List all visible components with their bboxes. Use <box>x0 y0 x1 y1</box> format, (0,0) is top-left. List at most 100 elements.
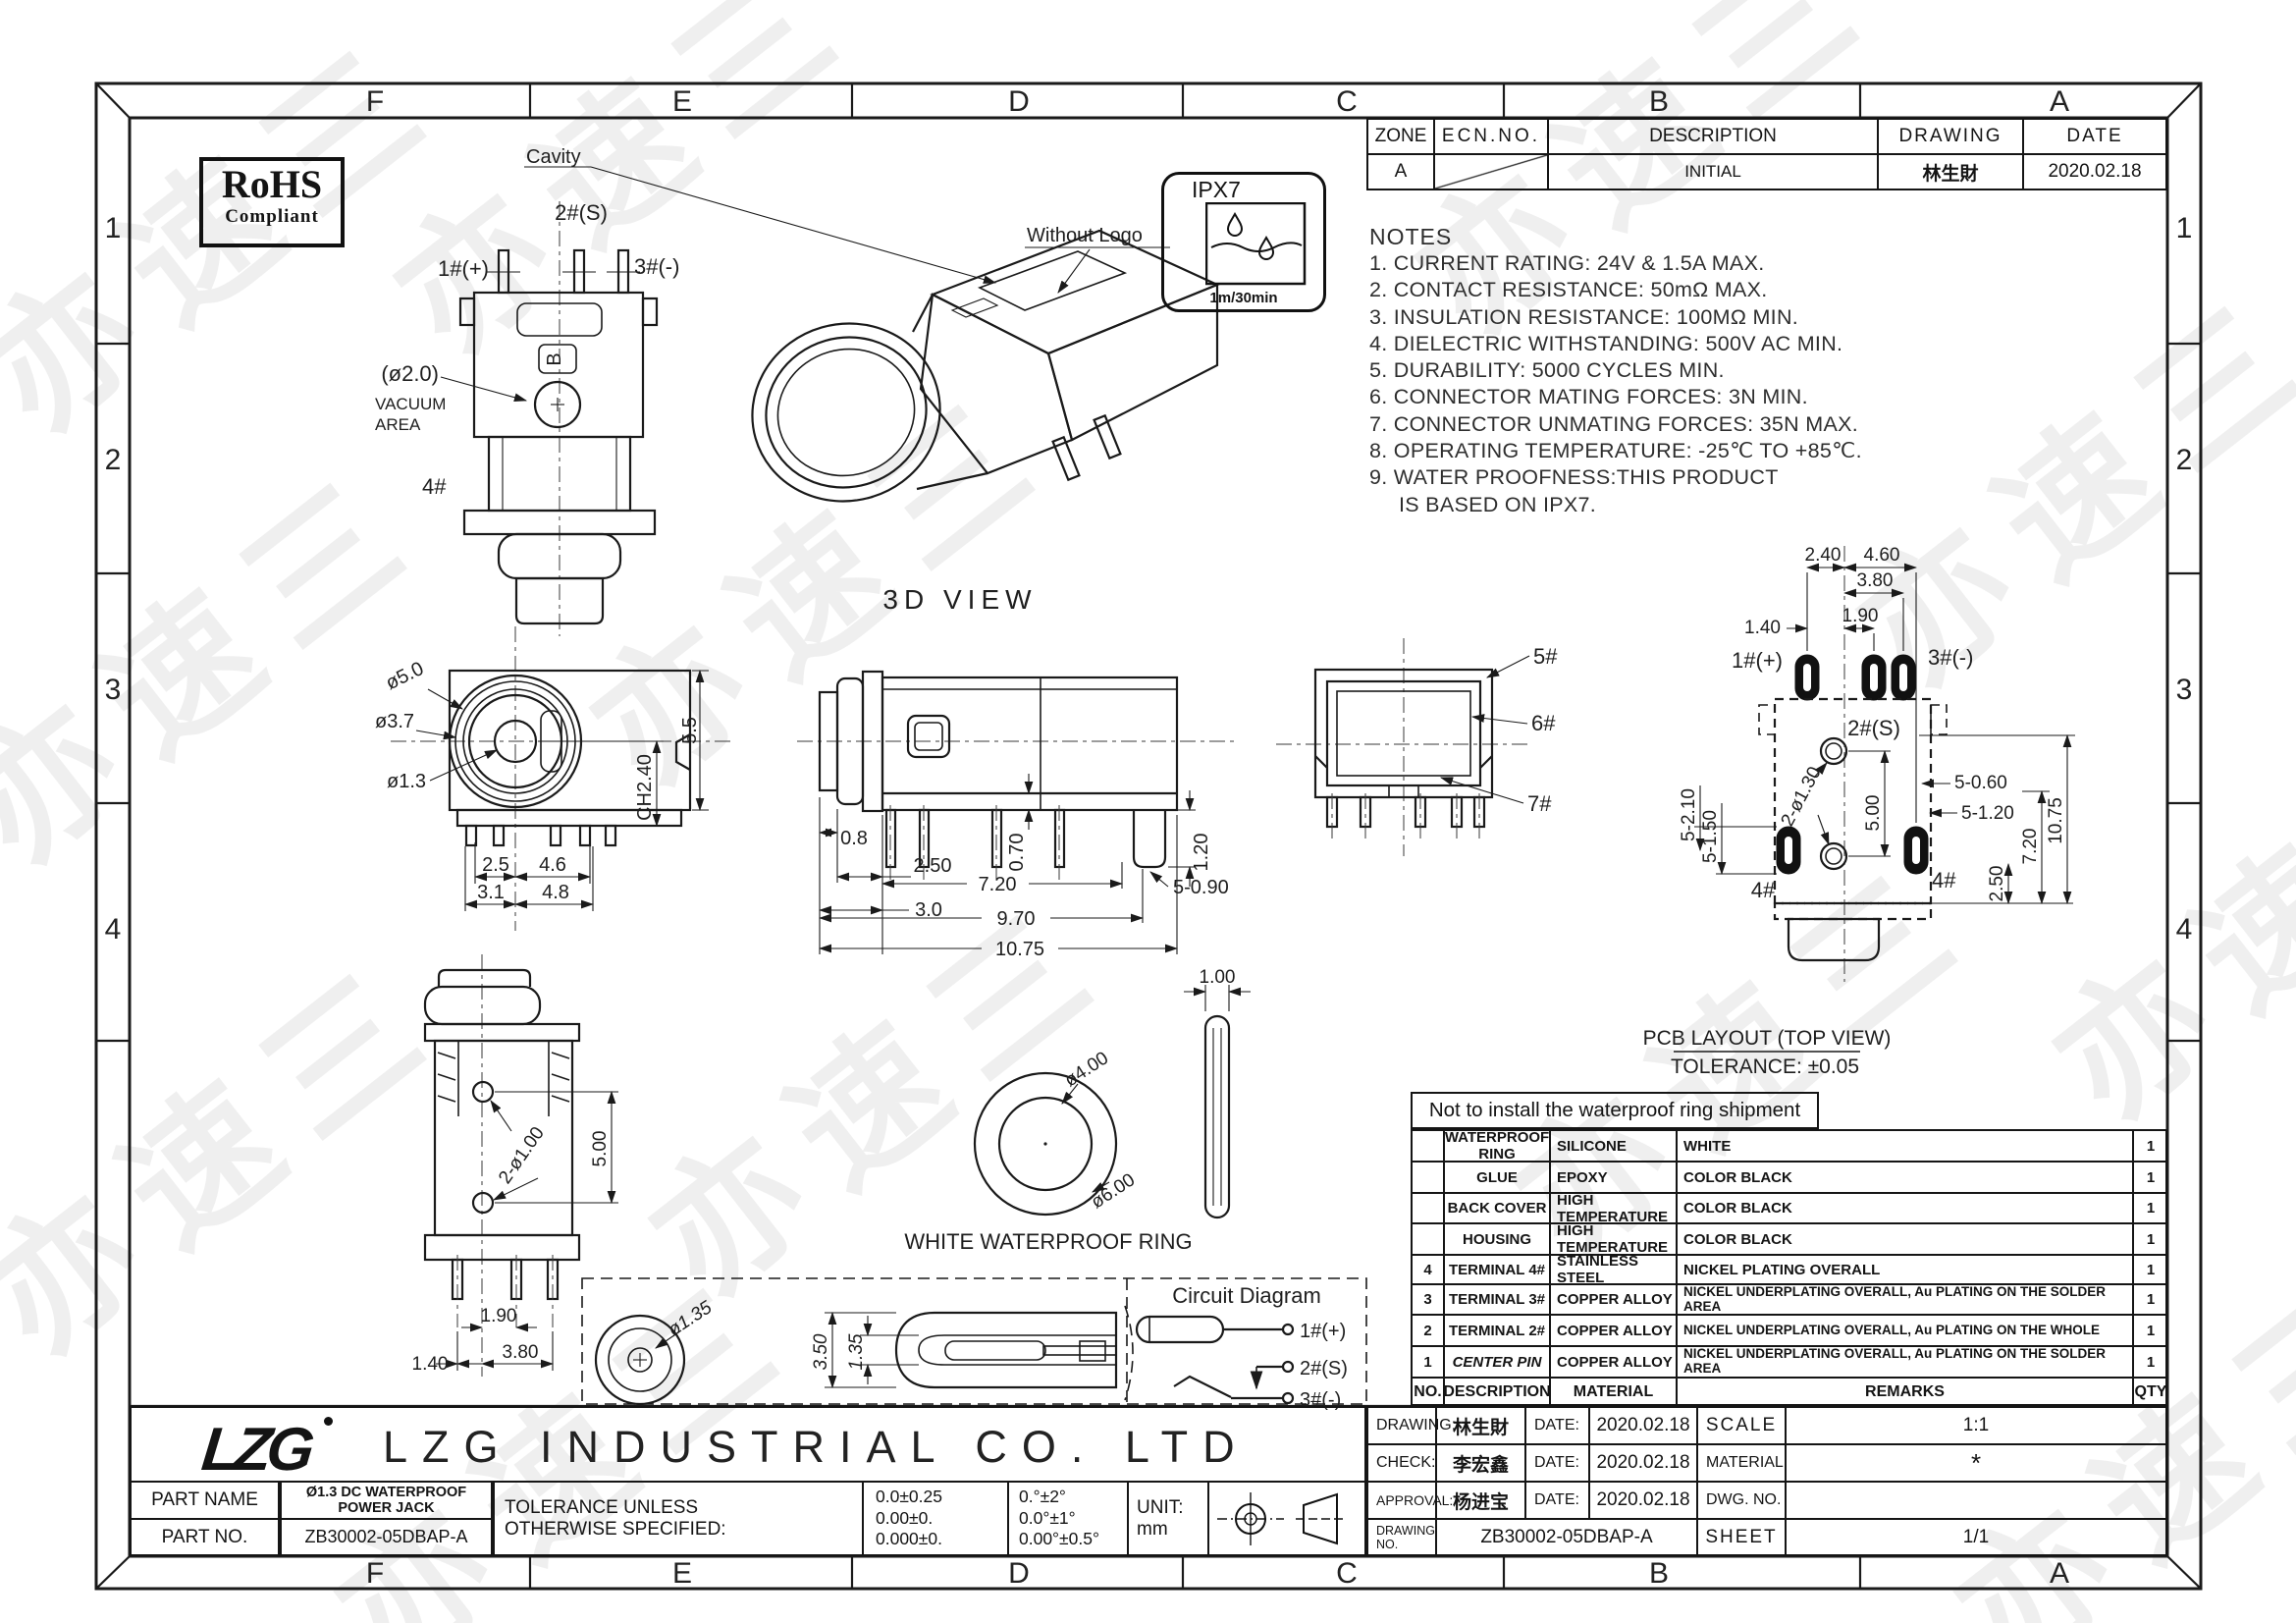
tol-angle-1: 0.°±2° <box>1019 1486 1066 1506</box>
notes-block: NOTES 1. CURRENT RATING: 24V & 1.5A MAX.… <box>1369 224 2017 518</box>
note-item: 6. CONNECTOR MATING FORCES: 3N MIN. <box>1369 385 1808 409</box>
zone-number: 2 <box>105 444 122 476</box>
materials-note: Not to install the waterproof ring shipm… <box>1411 1092 1819 1129</box>
date-label: DATE: <box>1524 1443 1590 1483</box>
cell-remarks: NICKEL PLATING OVERALL <box>1676 1254 2132 1283</box>
tolerance-angle-values: 0.°±2° 0.0°±1° 0.00°±0.5° <box>1007 1481 1129 1556</box>
note-item: 7. CONNECTOR UNMATING FORCES: 35N MAX. <box>1369 411 1858 436</box>
vacuum-area-label: VACUUM <box>375 395 446 413</box>
dim: ø6.00 <box>1088 1169 1139 1213</box>
unit-value: mm <box>1137 1518 1168 1540</box>
third-angle-projection-icon <box>1217 1491 1347 1545</box>
note-item: IS BASED ON IPX7. <box>1399 492 1597 516</box>
dim: 3.80 <box>1857 570 1894 591</box>
cell-qty: 1 <box>2132 1222 2167 1254</box>
dim: 1.40 <box>1744 618 1781 638</box>
dim: 5-0.60 <box>1954 773 2007 793</box>
side-view-drawing: 0.8 2.50 3.0 0.70 7.20 9.70 10.75 5-0.90 <box>797 670 1239 960</box>
dim: 5.5 <box>679 717 701 744</box>
circuit-terminal-1: 1#(+) <box>1300 1321 1346 1342</box>
without-logo-label: Without Logo <box>1027 225 1143 246</box>
terminal-label-5: 5# <box>1533 644 1558 669</box>
terminal-label-4: 4# <box>422 474 447 499</box>
cell-no: 3 <box>1411 1283 1443 1314</box>
dim: 2.50 <box>1987 866 2007 902</box>
dim: 4.60 <box>1864 545 1900 566</box>
dim: 5-1.50 <box>1700 810 1721 863</box>
zone-letter: D <box>1008 1557 1030 1590</box>
zone-number: 1 <box>105 212 122 244</box>
cell-description: WATERPROOF RING <box>1443 1129 1549 1161</box>
pcb-layout-drawing: 2.40 4.60 3.80 1.40 1.90 1#(+) 3#(-) 2#(… <box>1643 545 2075 1078</box>
materials-table: WATERPROOF RING SILICONE WHITE 1 GLUE EP… <box>1411 1129 2167 1406</box>
dim: 1.35 <box>846 1333 867 1370</box>
revision-header-date: DATE <box>2022 118 2167 155</box>
cell-remarks: NICKEL UNDERPLATING OVERALL, Au PLATING … <box>1676 1345 2132 1377</box>
pcb-tolerance: TOLERANCE: ±0.05 <box>1671 1055 1859 1078</box>
approval-label: APPROVAL: <box>1366 1481 1453 1520</box>
materials-footer-qty: QTY <box>2132 1377 2167 1406</box>
dim: 0.8 <box>840 828 868 849</box>
drawing-no-value: ZB30002-05DBAP-A <box>1435 1518 1698 1556</box>
rohs-badge: RoHS Compliant <box>199 157 345 247</box>
note-item: 5. DURABILITY: 5000 CYCLES MIN. <box>1369 358 1725 383</box>
dim: ø3.7 <box>375 711 414 732</box>
cell-description: TERMINAL 2# <box>1443 1314 1549 1345</box>
check-name: 李宏鑫 <box>1435 1443 1526 1483</box>
cell-qty: 1 <box>2132 1314 2167 1345</box>
cell-remarks: COLOR BLACK <box>1676 1222 2132 1254</box>
cavity-label: Cavity <box>526 146 581 168</box>
emboss-letter: B <box>544 352 565 365</box>
cell-no: 2 <box>1411 1314 1443 1345</box>
dim: 3.1 <box>477 882 505 903</box>
part-name-value: Ø1.3 DC WATERPROOF POWER JACK <box>280 1481 493 1520</box>
dwg-no-value <box>1785 1481 2167 1520</box>
material-value: * <box>1785 1443 2167 1483</box>
sheet-label: SHEET <box>1696 1518 1787 1556</box>
dim: CH2.40 <box>634 754 656 821</box>
zone-number: 4 <box>2176 913 2193 946</box>
rohs-subtitle: Compliant <box>225 206 319 227</box>
cell-material: HIGH TEMPERATURE <box>1549 1192 1676 1222</box>
zone-number: 3 <box>2176 674 2193 706</box>
water-immersion-icon <box>1205 202 1307 286</box>
date-label: DATE: <box>1524 1481 1590 1520</box>
date-approval: 2020.02.18 <box>1588 1481 1698 1520</box>
cell-no <box>1411 1192 1443 1222</box>
dim: 10.75 <box>995 939 1044 960</box>
terminal-label-3: 3#(-) <box>1928 645 1973 670</box>
terminal-label-4: 4# <box>1751 878 1776 902</box>
front-view-drawing: ø5.0 ø3.7 ø1.3 5.5 CH2.40 2.5 4.6 3.1 4.… <box>375 626 731 931</box>
dim: 7.20 <box>2020 829 2041 865</box>
terminal-label-3: 3#(-) <box>634 254 679 279</box>
cell-description: GLUE <box>1443 1161 1549 1192</box>
dim: ø1.35 <box>665 1297 717 1340</box>
dim: 1.40 <box>412 1354 449 1375</box>
cell-material: COPPER ALLOY <box>1549 1314 1676 1345</box>
cell-description: TERMINAL 3# <box>1443 1283 1549 1314</box>
revision-header-zone: ZONE <box>1366 118 1435 155</box>
dim: ø4.00 <box>1061 1048 1112 1091</box>
circuit-title: Circuit Diagram <box>1172 1283 1321 1308</box>
tolerance-label-line1: TOLERANCE UNLESS <box>505 1496 699 1518</box>
part-no-value: ZB30002-05DBAP-A <box>280 1518 493 1556</box>
waterproof-ring-drawing: ø4.00 ø6.00 WHITE WATERPROOF RING 1.00 <box>904 967 1251 1254</box>
date-check: 2020.02.18 <box>1588 1443 1698 1483</box>
dim-hole: (ø2.0) <box>381 361 439 386</box>
note-item: 8. OPERATING TEMPERATURE: -25℃ TO +85℃. <box>1369 439 1862 463</box>
dim: 3.80 <box>503 1342 539 1363</box>
cell-remarks: COLOR BLACK <box>1676 1192 2132 1222</box>
pcb-caption: PCB LAYOUT (TOP VIEW) <box>1643 1027 1892 1050</box>
dwg-no-label: DWG. NO. <box>1696 1481 1787 1520</box>
bottom-view-drawing: 2-ø1.00 5.00 1.90 1.40 3.80 <box>412 954 618 1377</box>
rohs-title: RoHS <box>221 162 323 206</box>
note-item: 9. WATER PROOFNESS:THIS PRODUCT <box>1369 465 1779 490</box>
terminal-label-2: 2#(S) <box>1847 716 1900 740</box>
3d-view-caption: 3D VIEW <box>882 584 1037 615</box>
revision-ecn-value <box>1433 153 1549 190</box>
terminal-label-6: 6# <box>1531 711 1556 735</box>
materials-footer-material: MATERIAL <box>1549 1377 1676 1406</box>
drawing-label: DRAWING: <box>1366 1406 1456 1445</box>
